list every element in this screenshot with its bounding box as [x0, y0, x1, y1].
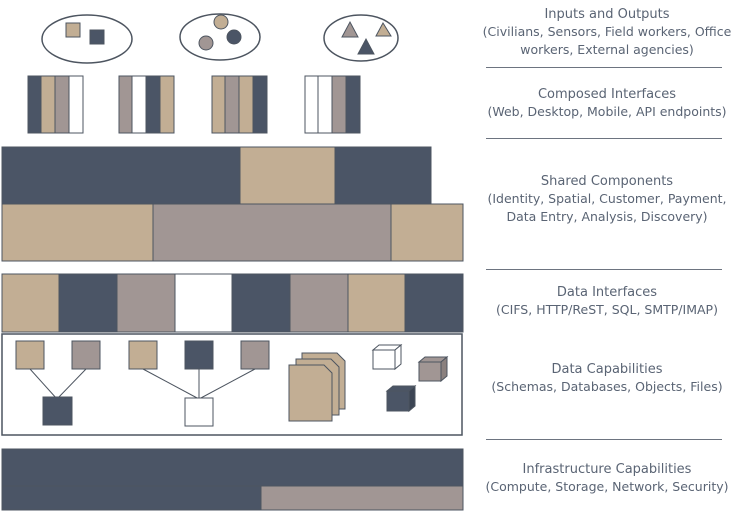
divider [486, 67, 722, 68]
layer-description: (Identity, Spatial, Customer, Payment, D… [487, 191, 727, 224]
schema-tree-1 [15, 340, 101, 426]
shared-block-tan-left [1, 203, 154, 262]
layer-description: (CIFS, HTTP/ReST, SQL, SMTP/IMAP) [496, 302, 718, 317]
layer-title: Composed Interfaces [537, 87, 677, 102]
file-stack-icon [288, 352, 346, 422]
layer-label-infrastructure: Infrastructure Capabilities (Compute, St… [474, 461, 740, 496]
layer-title: Data Interfaces [556, 285, 658, 300]
taupe-cube-icon [417, 355, 449, 383]
inputs-ellipse-triangles [323, 14, 399, 62]
white-cube-icon [371, 343, 403, 371]
schema-tree-2 [128, 340, 270, 427]
infrastructure-bar-slate [1, 448, 464, 487]
object-cubes [371, 343, 449, 413]
infrastructure-bar-taupe [260, 485, 464, 511]
infrastructure-group [1, 448, 464, 511]
data-interfaces-group [1, 273, 464, 333]
interface-stack-1 [27, 75, 84, 134]
taupe-circle-icon [198, 35, 214, 51]
layer-label-data-capabilities: Data Capabilities (Schemas, Databases, O… [474, 361, 740, 396]
layer-title: Shared Components [540, 174, 674, 189]
layer-label-data-interfaces: Data Interfaces (CIFS, HTTP/ReST, SQL, S… [474, 284, 740, 319]
layer-description: (Schemas, Databases, Objects, Files) [491, 379, 723, 394]
taupe-triangle-icon [341, 20, 359, 38]
inputs-outputs-group [41, 13, 399, 64]
layer-description: (Compute, Storage, Network, Security) [485, 479, 729, 494]
layer-label-composed-interfaces: Composed Interfaces (Web, Desktop, Mobil… [474, 86, 740, 121]
slate-cube-icon [385, 384, 417, 413]
layer-label-shared-components: Shared Components (Identity, Spatial, Cu… [474, 173, 740, 226]
layer-title: Data Capabilities [551, 362, 663, 377]
interface-stack-3 [211, 75, 268, 134]
layer-title: Infrastructure Capabilities [522, 462, 692, 477]
divider [486, 269, 722, 270]
layer-label-inputs-outputs: Inputs and Outputs (Civilians, Sensors, … [474, 6, 740, 59]
tan-circle-icon [213, 14, 229, 30]
interface-stack-2 [118, 75, 175, 134]
shared-block-taupe [152, 203, 392, 262]
data-capabilities-group [1, 333, 463, 436]
interface-stack-4 [304, 75, 361, 134]
shared-block-tan [239, 146, 336, 205]
shared-block-slate-right [334, 146, 432, 205]
shared-block-tan-right [390, 203, 464, 262]
layer-description: (Web, Desktop, Mobile, API endpoints) [487, 104, 727, 119]
layer-title: Inputs and Outputs [544, 7, 670, 22]
layer-description: (Civilians, Sensors, Field workers, Offi… [482, 24, 732, 57]
composed-interfaces-group [27, 75, 361, 134]
divider [486, 138, 722, 139]
inputs-ellipse-circles [179, 13, 261, 61]
tan-triangle-icon [375, 21, 392, 37]
slate-square-icon [89, 29, 105, 45]
shared-block-slate-left [1, 146, 241, 205]
slate-circle-icon [226, 29, 242, 45]
divider [486, 439, 722, 440]
slate-triangle-icon [357, 37, 375, 55]
infrastructure-bar-slate-bottom [1, 485, 262, 511]
inputs-ellipse-squares [41, 14, 133, 64]
shared-components-group [1, 146, 464, 262]
tan-square-icon [65, 22, 81, 38]
